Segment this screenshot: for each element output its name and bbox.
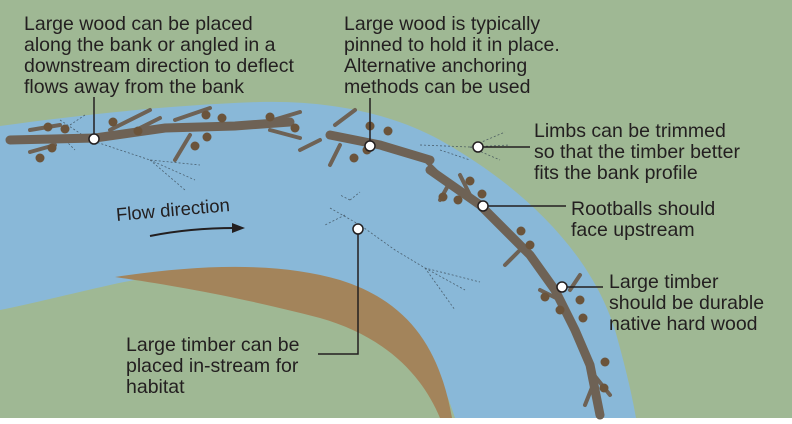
marker-durable <box>556 281 568 293</box>
callout-instream-habitat: Large timber can be placed in-stream for… <box>126 334 300 398</box>
flow-arrow <box>149 227 236 237</box>
river-channel <box>0 101 636 419</box>
ghost-log-instream <box>324 191 481 311</box>
log-1 <box>5 117 295 145</box>
log-2 <box>325 130 435 165</box>
point-bar <box>115 266 452 418</box>
callout-markers <box>88 133 568 293</box>
callout-durable-wood: Large timber should be durable native ha… <box>609 271 765 335</box>
callout-rootballs: Rootballs should face upstream <box>571 198 716 241</box>
marker-limbs <box>472 141 484 153</box>
bottom-strip <box>0 418 792 424</box>
marker-bank <box>88 133 100 145</box>
leader-lines <box>93 97 603 355</box>
callout-bank-placement: Large wood can be placed along the bank … <box>24 13 294 98</box>
log-3 <box>425 165 560 295</box>
ghost-log-trimmed-limbs <box>419 131 511 161</box>
log-4 <box>550 285 605 420</box>
callout-trim-limbs: Limbs can be trimmed so that the timber … <box>534 120 740 184</box>
marker-root <box>477 200 489 212</box>
leader-instream <box>318 229 359 355</box>
log-4-branches <box>538 273 612 407</box>
ghost-log-angled <box>59 114 201 191</box>
log-2-branches <box>298 108 357 167</box>
flow-arrow-head <box>232 223 245 233</box>
alternate-log-positions <box>59 114 511 311</box>
marker-pin <box>364 140 376 152</box>
log-3-branches <box>423 158 522 267</box>
marker-instream <box>352 223 364 235</box>
callout-pinning: Large wood is typically pinned to hold i… <box>344 13 560 98</box>
